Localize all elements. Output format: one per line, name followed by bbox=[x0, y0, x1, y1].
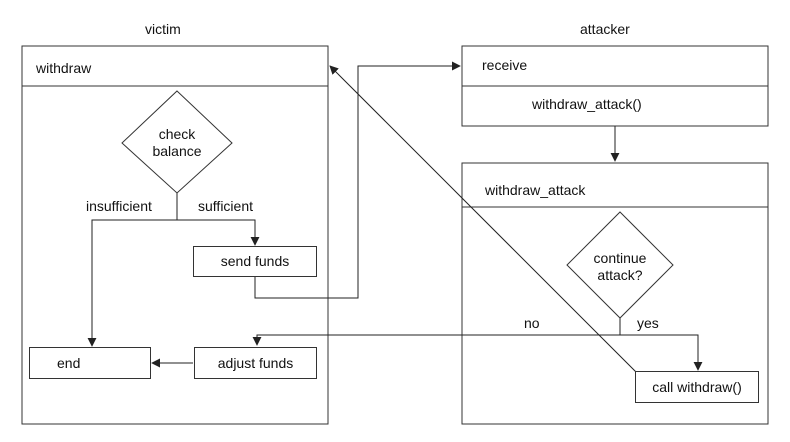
withdraw-function-label: withdraw bbox=[36, 60, 92, 76]
send-funds-box: send funds bbox=[193, 246, 317, 277]
adjust-funds-box: adjust funds bbox=[194, 347, 317, 379]
end-label: end bbox=[57, 355, 81, 371]
insufficient-connector bbox=[87, 193, 178, 347]
sufficient-connector bbox=[177, 219, 260, 246]
insufficient-label: insufficient bbox=[86, 198, 152, 214]
victim-title: victim bbox=[145, 21, 181, 37]
continue-attack-line2: attack? bbox=[597, 267, 643, 283]
check-balance-label: check balance bbox=[142, 126, 212, 160]
send-to-receive-connector bbox=[254, 61, 461, 299]
victim-container bbox=[21, 45, 329, 425]
end-box: end bbox=[29, 347, 151, 379]
receive-call-label: withdraw_attack() bbox=[532, 96, 642, 112]
sufficient-label: sufficient bbox=[198, 198, 253, 214]
reentrant-call-connector bbox=[329, 65, 637, 373]
no-label: no bbox=[524, 315, 540, 331]
send-funds-label: send funds bbox=[220, 253, 290, 269]
continue-attack-label: continue attack? bbox=[585, 250, 655, 284]
adjust-funds-label: adjust funds bbox=[217, 355, 294, 371]
call-withdraw-box: call withdraw() bbox=[635, 371, 759, 403]
withdraw-attack-function-label: withdraw_attack bbox=[485, 182, 586, 198]
receive-function-label: receive bbox=[482, 57, 528, 73]
yes-branch-connector bbox=[620, 334, 703, 371]
check-balance-line2: balance bbox=[152, 143, 202, 159]
yes-label: yes bbox=[637, 315, 659, 331]
no-branch-connector bbox=[252, 318, 621, 346]
continue-attack-line1: continue bbox=[593, 250, 647, 266]
check-balance-line1: check bbox=[158, 126, 196, 142]
call-withdraw-label: call withdraw() bbox=[652, 379, 742, 395]
attacker-title: attacker bbox=[580, 21, 630, 37]
withdraw-attack-container bbox=[461, 162, 769, 425]
